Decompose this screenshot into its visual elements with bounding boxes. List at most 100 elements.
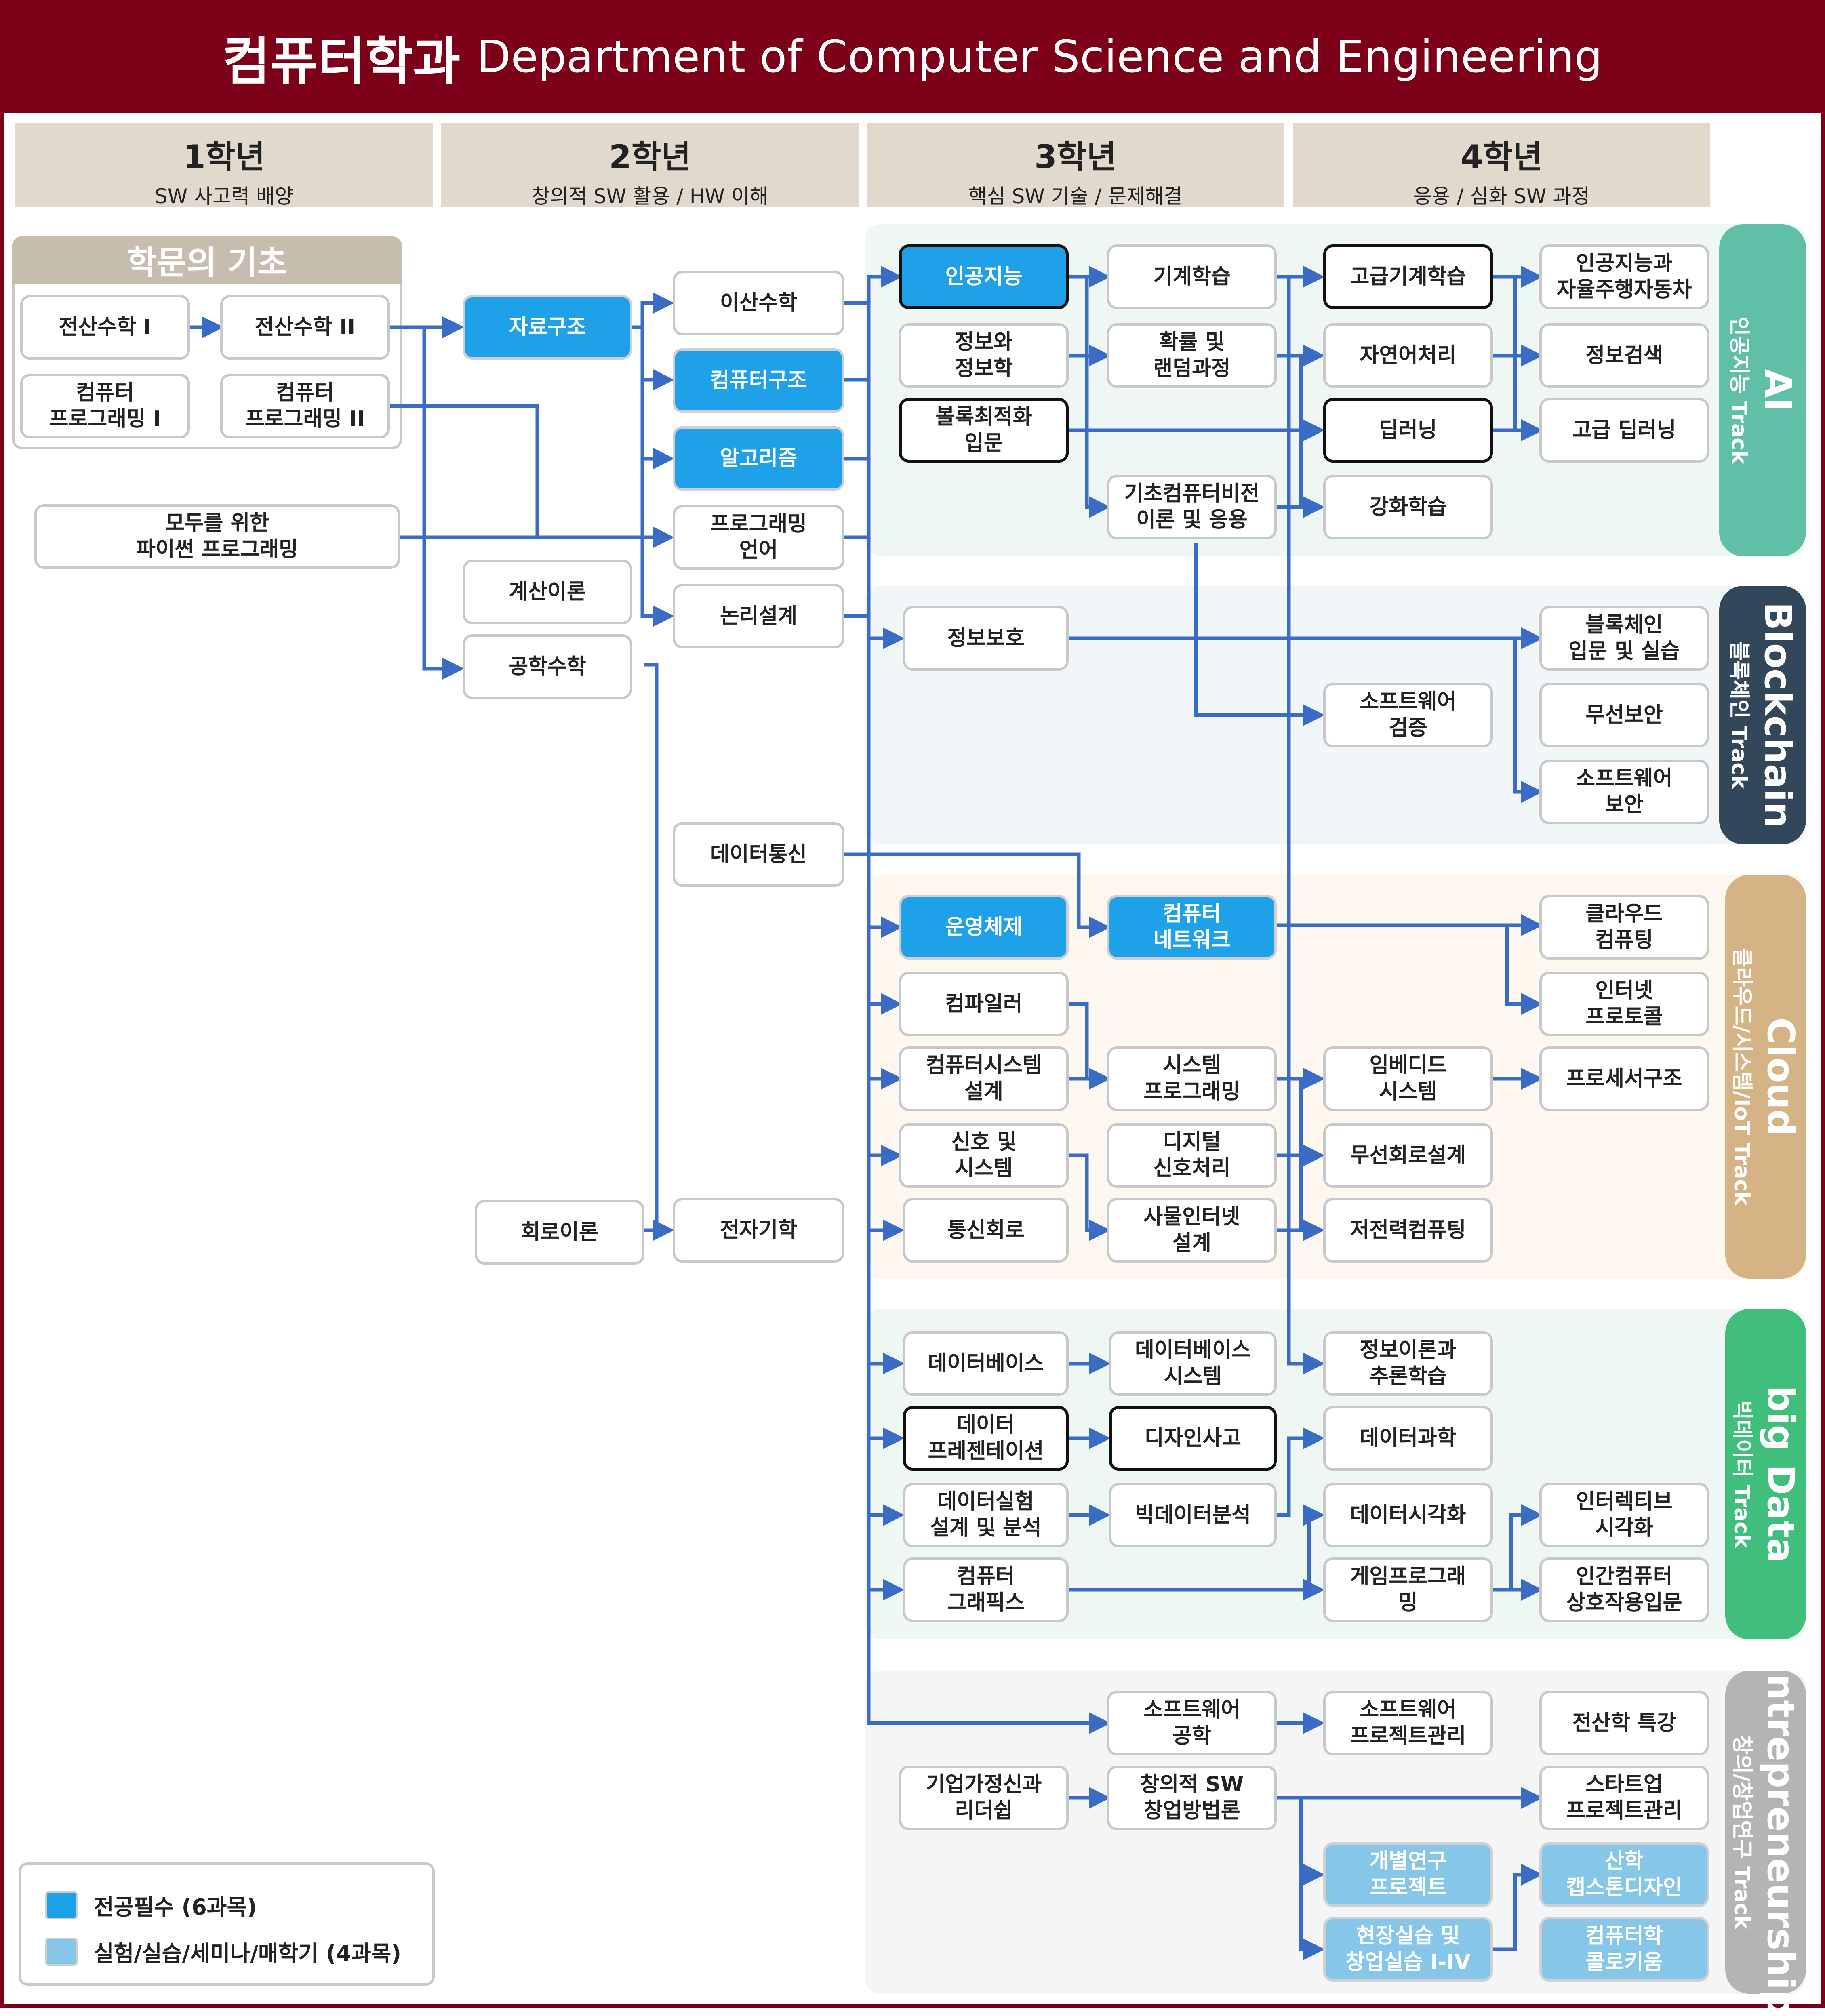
course-box: 소프트웨어 보안 — [1539, 760, 1709, 824]
course-box: 데이터베이스 시스템 — [1109, 1331, 1277, 1396]
legend-swatch — [45, 1937, 78, 1966]
course-box-lab: 현장실습 및 창업실습 I-IV — [1323, 1917, 1493, 1982]
course-box: 데이터과학 — [1323, 1406, 1493, 1471]
legend-label: 실험/실습/세미나/매학기 (4과목) — [94, 1941, 402, 1966]
course-box: 고급 딥러닝 — [1539, 398, 1709, 463]
course-box: 인터렉티브 시각화 — [1539, 1483, 1709, 1547]
page-header: 컴퓨터학과 Department of Computer Science and… — [0, 0, 1825, 113]
course-box: 정보보호 — [903, 606, 1069, 671]
course-box: 게임프로그래 밍 — [1323, 1557, 1493, 1622]
course-box-lab: 산학 캡스톤디자인 — [1539, 1842, 1709, 1907]
year-label: 2학년 — [609, 138, 691, 176]
legend: 전공필수 (6과목) 실험/실습/세미나/매학기 (4과목) — [19, 1862, 435, 1986]
course-box-required: 인공지능 — [899, 244, 1069, 309]
course-box: 클라우드 컴퓨팅 — [1539, 895, 1709, 960]
course-box: 인공지능과 자율주행자동차 — [1539, 244, 1709, 309]
course-box: 데이터실험 설계 및 분석 — [903, 1483, 1069, 1547]
page-title-en: Department of Computer Science and Engin… — [476, 31, 1603, 82]
course-box: 창의적 SW 창업방법론 — [1107, 1766, 1277, 1830]
year-label: 1학년 — [183, 138, 265, 176]
course-box-required: 컴퓨터구조 — [673, 348, 844, 413]
course-box: 기초컴퓨터비전 이론 및 응용 — [1107, 475, 1277, 539]
course-box: 확률 및 랜덤과정 — [1107, 323, 1277, 388]
course-box: 프로그래밍 언어 — [673, 505, 844, 570]
year-header-1: 1학년 SW 사고력 배양 — [15, 123, 433, 208]
course-box: 정보검색 — [1539, 323, 1709, 388]
course-box: 데이터통신 — [673, 822, 844, 887]
course-box: 이산수학 — [673, 271, 844, 335]
course-box: 컴퓨터 프로그래밍 I — [20, 374, 190, 438]
course-box: 신호 및 시스템 — [899, 1123, 1069, 1188]
course-box: 데이터 프레젠테이션 — [903, 1406, 1069, 1471]
course-box: 컴퓨터 프로그래밍 II — [220, 374, 390, 438]
course-box: 계산이론 — [463, 560, 632, 624]
legend-item: 전공필수 (6과목) — [45, 1889, 257, 1921]
course-box: 전자기학 — [673, 1198, 844, 1263]
foundation-title: 학문의 기초 — [12, 236, 402, 284]
legend-label: 전공필수 (6과목) — [94, 1894, 257, 1920]
course-box: 기업가정신과 리더쉽 — [899, 1766, 1069, 1830]
course-box: 강화학습 — [1323, 475, 1493, 539]
course-box-lab: 컴퓨터학 콜로키움 — [1539, 1917, 1709, 1982]
course-box: 전산학 특강 — [1539, 1691, 1709, 1755]
course-box: 시스템 프로그래밍 — [1107, 1046, 1277, 1111]
course-box: 컴퓨터 그래픽스 — [903, 1557, 1069, 1622]
page-title-ko: 컴퓨터학과 — [222, 31, 461, 92]
course-box: 소프트웨어 공학 — [1107, 1691, 1277, 1755]
course-box-required: 자료구조 — [463, 295, 632, 360]
course-box: 무선회로설계 — [1323, 1123, 1493, 1188]
year-subtitle: 창의적 SW 활용 / HW 이해 — [531, 185, 768, 208]
course-box: 프로세서구조 — [1539, 1046, 1709, 1111]
course-box: 컴퓨터시스템 설계 — [899, 1046, 1069, 1111]
course-box-lab: 개별연구 프로젝트 — [1323, 1842, 1493, 1907]
course-box: 블록체인 입문 및 실습 — [1539, 606, 1709, 671]
course-box: 인터넷 프로토콜 — [1539, 972, 1709, 1036]
year-subtitle: 핵심 SW 기술 / 문제해결 — [968, 185, 1183, 208]
course-box: 사물인터넷 설계 — [1107, 1198, 1277, 1263]
course-box: 정보와 정보학 — [899, 323, 1069, 388]
course-box: 데이터베이스 — [903, 1331, 1069, 1396]
legend-item: 실험/실습/세미나/매학기 (4과목) — [45, 1936, 401, 1968]
course-box: 무선보안 — [1539, 683, 1709, 747]
course-box: 컴파일러 — [899, 972, 1069, 1036]
course-box: 저전력컴퓨팅 — [1323, 1198, 1493, 1263]
course-box: 자연어처리 — [1323, 323, 1493, 388]
course-box-required: 컴퓨터 네트워크 — [1107, 895, 1277, 960]
course-box: 기계학습 — [1107, 244, 1277, 309]
course-box: 빅데이터분석 — [1109, 1483, 1277, 1547]
course-box: 디지털 신호처리 — [1107, 1123, 1277, 1188]
course-box: 데이터시각화 — [1323, 1483, 1493, 1547]
course-box: 디자인사고 — [1109, 1406, 1277, 1471]
course-box-required: 운영체제 — [899, 895, 1069, 960]
year-subtitle: 응용 / 심화 SW 과정 — [1413, 185, 1590, 208]
course-box: 회로이론 — [475, 1200, 644, 1265]
year-label: 3학년 — [1034, 138, 1116, 176]
course-box: 전산수학 I — [20, 295, 190, 360]
course-box: 소프트웨어 검증 — [1323, 683, 1493, 747]
course-box: 통신회로 — [903, 1198, 1069, 1263]
course-box: 임베디드 시스템 — [1323, 1046, 1493, 1111]
course-box: 딥러닝 — [1323, 398, 1493, 463]
year-subtitle: SW 사고력 배양 — [155, 185, 293, 208]
legend-swatch — [45, 1891, 78, 1919]
course-box: 정보이론과 추론학습 — [1323, 1331, 1493, 1396]
course-box: 스타트업 프로젝트관리 — [1539, 1766, 1709, 1830]
course-box: 논리설계 — [673, 584, 844, 648]
course-box: 전산수학 II — [220, 295, 390, 360]
year-label: 4학년 — [1461, 138, 1543, 176]
course-box: 소프트웨어 프로젝트관리 — [1323, 1691, 1493, 1755]
course-box: 고급기계학습 — [1323, 244, 1493, 309]
course-box: 인간컴퓨터 상호작용입문 — [1539, 1557, 1709, 1622]
course-box: 모두를 위한 파이썬 프로그래밍 — [34, 504, 400, 569]
course-box: 볼록최적화 입문 — [899, 398, 1069, 463]
course-box-required: 알고리즘 — [673, 426, 844, 491]
